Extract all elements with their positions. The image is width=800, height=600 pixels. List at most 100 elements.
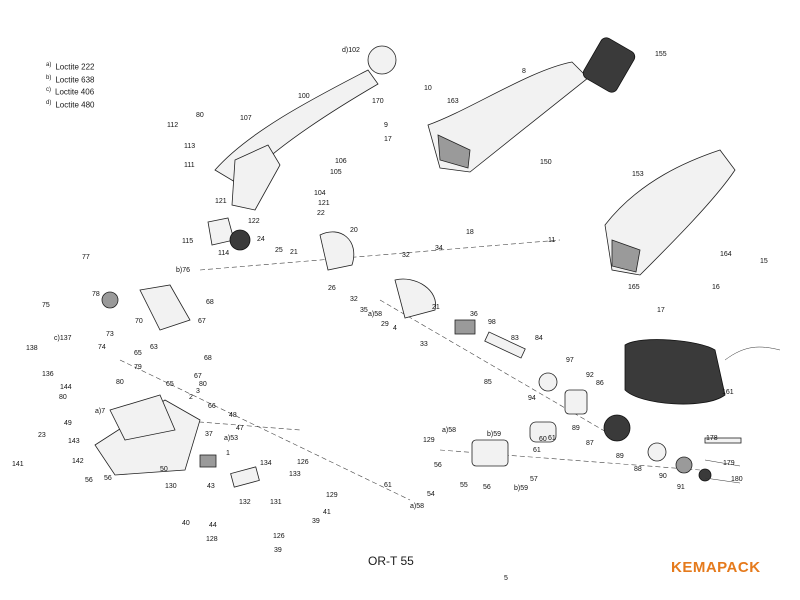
part-callout: 164 — [720, 251, 732, 258]
legend-mark: c) — [46, 87, 51, 94]
part-callout: 78 — [92, 291, 100, 298]
part-callout: 104 — [314, 190, 326, 197]
brush-tool — [704, 437, 742, 444]
spring-pack — [675, 456, 693, 474]
part-callout: 142 — [72, 458, 84, 465]
part-callout: 18 — [466, 229, 474, 236]
axis-line — [199, 239, 561, 271]
part-callout: 126 — [273, 533, 285, 540]
part-callout: 44 — [209, 522, 217, 529]
upper-housing — [427, 37, 636, 173]
brand-logo: KEMAPACK — [671, 559, 761, 576]
legend-row: a)Loctite 222 — [46, 60, 94, 73]
lever-head — [231, 144, 281, 211]
part-callout: 57 — [530, 476, 538, 483]
part-callout: 1 — [226, 450, 230, 457]
housing-bottom-detail — [611, 239, 641, 273]
part-callout: d)102 — [342, 47, 360, 54]
part-callout: 73 — [106, 331, 114, 338]
part-callout: 80 — [199, 381, 207, 388]
part-callout: 84 — [535, 335, 543, 342]
part-callout: 65 — [134, 350, 142, 357]
part-callout: 47 — [236, 425, 244, 432]
legend-mark: b) — [46, 74, 52, 81]
part-callout: 163 — [447, 98, 459, 105]
motor — [529, 421, 557, 443]
charger-cable — [724, 346, 781, 361]
part-callout: 121 — [318, 200, 330, 207]
lever-assembly — [214, 45, 397, 211]
part-callout: 112 — [167, 122, 178, 129]
part-callout: 21 — [432, 304, 440, 311]
part-callout: 48 — [229, 412, 237, 419]
part-callout: 114 — [218, 250, 229, 257]
tension-bracket — [139, 284, 191, 331]
part-callout: b)59 — [487, 431, 501, 438]
part-callout: 180 — [731, 476, 743, 483]
housing-detail — [437, 134, 471, 169]
housing-bottom-shell — [604, 149, 736, 276]
legend-text: Loctite 406 — [55, 87, 95, 97]
part-callout: 32 — [350, 296, 358, 303]
part-callout: 22 — [317, 210, 325, 217]
part-callout: 179 — [723, 460, 735, 467]
axis-line — [119, 359, 411, 501]
welding-pad — [199, 454, 217, 468]
part-callout: 8 — [522, 68, 526, 75]
cutter-block — [230, 466, 260, 488]
part-callout: 111 — [184, 162, 195, 169]
battery-charger — [624, 339, 726, 405]
part-callout: 32 — [402, 252, 410, 259]
part-callout: 80 — [196, 112, 204, 119]
part-callout: 3 — [196, 388, 200, 395]
base-plate-group — [94, 394, 260, 488]
legend-text: Loctite 222 — [55, 62, 95, 72]
part-callout: 16 — [712, 284, 720, 291]
part-callout: 5 — [504, 575, 508, 582]
part-callout: 115 — [182, 238, 193, 245]
part-callout: 128 — [206, 536, 218, 543]
part-callout: 36 — [470, 311, 478, 318]
part-callout: 17 — [384, 136, 392, 143]
part-callout: 133 — [289, 471, 301, 478]
part-callout: 9 — [384, 122, 388, 129]
part-callout: 105 — [330, 169, 342, 176]
part-callout: 129 — [423, 437, 435, 444]
part-callout: 67 — [198, 318, 206, 325]
model-label: OR-T 55 — [368, 554, 414, 568]
part-callout: 33 — [420, 341, 428, 348]
part-callout: 65 — [166, 381, 174, 388]
part-callout: 75 — [42, 302, 50, 309]
ring-gear — [538, 372, 558, 392]
tension-spring — [101, 291, 119, 309]
part-callout: 161 — [722, 389, 734, 396]
part-callout: b)76 — [176, 267, 190, 274]
part-callout: 83 — [511, 335, 519, 342]
gearbox — [471, 439, 509, 467]
part-callout: 144 — [60, 384, 72, 391]
part-callout: 35 — [360, 307, 368, 314]
washer — [647, 442, 667, 462]
part-callout: 80 — [59, 394, 67, 401]
part-callout: 155 — [655, 51, 667, 58]
axis-line — [379, 299, 621, 441]
left-tension-group — [101, 217, 355, 331]
part-callout: 39 — [274, 547, 282, 554]
part-callout: 170 — [372, 98, 384, 105]
part-callout: 4 — [393, 325, 397, 332]
part-callout: 106 — [335, 158, 347, 165]
part-callout: 138 — [26, 345, 38, 352]
part-callout: 67 — [194, 373, 202, 380]
part-callout: a)7 — [95, 408, 105, 415]
part-callout: 89 — [572, 425, 580, 432]
part-callout: 23 — [38, 432, 46, 439]
part-callout: 49 — [64, 420, 72, 427]
part-callout: 122 — [248, 218, 260, 225]
part-callout: 17 — [657, 307, 665, 314]
part-callout: 26 — [328, 285, 336, 292]
part-callout: 2 — [189, 394, 193, 401]
part-callout: 86 — [596, 380, 604, 387]
part-callout: 98 — [488, 319, 496, 326]
part-callout: 153 — [632, 171, 644, 178]
